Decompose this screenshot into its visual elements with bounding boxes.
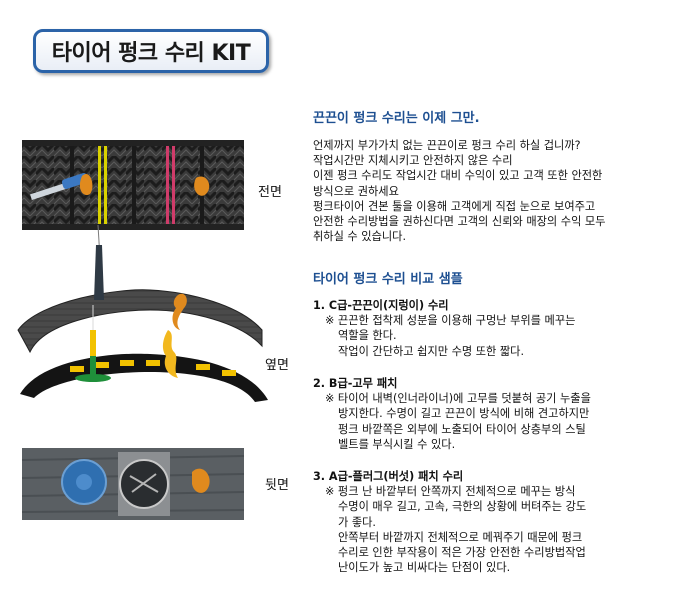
intro-line: 작업시간만 지체시키고 안전하지 않은 수리 bbox=[313, 154, 513, 168]
item-line: 펑크 바깥쪽은 외부에 노출되어 타이어 상층부의 스틸 bbox=[338, 422, 586, 436]
label-side: 옆면 bbox=[265, 358, 289, 373]
page-title: 타이어 펑크 수리 KIT bbox=[33, 29, 269, 73]
comparison-item-b: 2. B급-고무 패치 ※ 타이어 내벽(인너라이너)에 고무를 덧붙혀 공기 … bbox=[313, 376, 591, 452]
intro-line: 언제까지 부가가치 없는 끈끈이로 펑크 수리 하실 겁니까? bbox=[313, 139, 581, 152]
intro-paragraph: 언제까지 부가가치 없는 끈끈이로 펑크 수리 하실 겁니까? 작업시간만 지체… bbox=[313, 138, 606, 244]
intro-line: 취하실 수 있습니다. bbox=[313, 230, 407, 244]
item-line: ※ 타이어 내벽(인너라이너)에 고무를 덧붙혀 공기 누출을 bbox=[325, 392, 591, 406]
intro-line: 안전한 수리방법을 권하신다면 고객의 신뢰와 매장의 수익 모두 bbox=[313, 214, 606, 228]
tire-front-image bbox=[22, 140, 244, 230]
comparison-item-a: 3. A급-플러그(버섯) 패치 수리 ※ 펑크 난 바깥부터 안쪽까지 전체적… bbox=[313, 469, 586, 575]
intro-line: 펑크타이어 견본 툴을 이용해 고객에게 직접 눈으로 보여주고 bbox=[313, 199, 596, 213]
label-back: 뒷면 bbox=[265, 478, 289, 493]
item-heading: 2. B급-고무 패치 bbox=[313, 377, 398, 390]
item-heading: 3. A급-플러그(버섯) 패치 수리 bbox=[313, 470, 464, 483]
heading-comparison: 타이어 펑크 수리 비교 샘플 bbox=[313, 272, 463, 287]
tire-illustrations bbox=[17, 140, 268, 520]
item-line: 역할을 한다. bbox=[338, 329, 397, 343]
tire-side-image bbox=[17, 224, 268, 402]
item-line: 난이도가 높고 비싸다는 단점이 있다. bbox=[338, 561, 511, 575]
item-line: ※ 펑크 난 바깥부터 안쪽까지 전체적으로 메꾸는 방식 bbox=[325, 485, 576, 499]
tire-back-image bbox=[21, 448, 245, 520]
item-line: 방지한다. 수명이 길고 끈끈이 방식에 비해 견고하지만 bbox=[338, 407, 590, 421]
item-line: 안쪽부터 바깥까지 전체적으로 메꿔주기 때문에 펑크 bbox=[338, 530, 583, 544]
intro-line: 방식으로 권하세요 bbox=[313, 184, 399, 198]
item-line: 가 좋다. bbox=[338, 515, 376, 529]
item-heading: 1. C급-끈끈이(지렁이) 수리 bbox=[313, 299, 449, 312]
item-line: 작업이 간단하고 쉽지만 수명 또한 짧다. bbox=[338, 344, 525, 358]
heading-intro: 끈끈이 펑크 수리는 이제 그만. bbox=[313, 111, 480, 126]
label-front: 전면 bbox=[258, 185, 282, 200]
item-line: 수리로 인한 부작용이 적은 가장 안전한 수리방법작업 bbox=[338, 545, 586, 559]
comparison-item-c: 1. C급-끈끈이(지렁이) 수리 ※ 끈끈한 접착제 성분을 이용해 구멍난 … bbox=[313, 298, 575, 359]
item-line: 벨트를 부식시킬 수 있다. bbox=[338, 437, 456, 451]
item-line: ※ 끈끈한 접착제 성분을 이용해 구멍난 부위를 메꾸는 bbox=[325, 314, 576, 328]
item-line: 수명이 매우 길고, 고속, 극한의 상황에 버텨주는 강도 bbox=[338, 500, 587, 514]
intro-line: 이젠 펑크 수리도 작업시간 대비 수익이 있고 고객 또한 안전한 bbox=[313, 169, 603, 183]
